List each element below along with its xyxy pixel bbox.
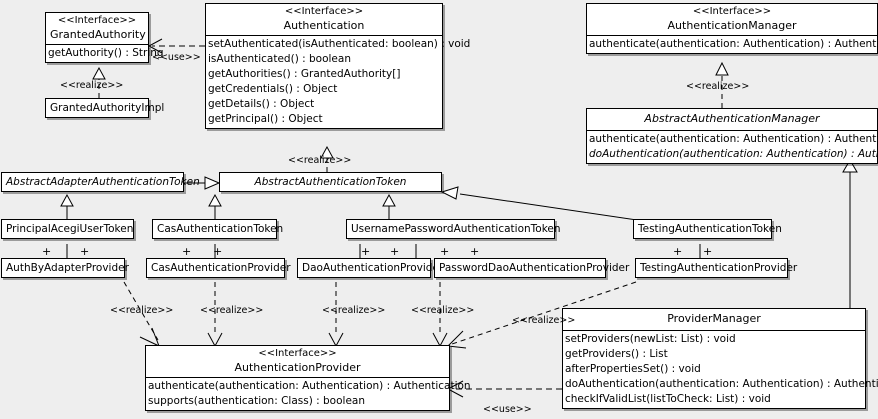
class-testing-authentication-provider[interactable]: TestingAuthenticationProvider — [635, 258, 797, 278]
relationship-label-realize-granted-authority-impl: <<realize>> — [60, 80, 124, 91]
method-row: getCredentials() : Object — [208, 83, 338, 96]
method-row: getPrincipal() : Object — [208, 113, 323, 126]
class-abstract-adapter-authentication-token[interactable]: AbstractAdapterAuthenticationToken — [1, 172, 200, 192]
methods-compartment: setAuthenticated(isAuthenticated: boolea… — [206, 35, 471, 128]
stereotype-label: <<Interface>> — [258, 348, 337, 359]
relationship-label-realize-password-dao-authentication-provider: <<realize>> — [411, 305, 475, 316]
methods-compartment: authenticate(authentication: Authenticat… — [587, 35, 878, 53]
class-name: GrantedAuthorityImpl — [50, 102, 165, 114]
class-granted-authority[interactable]: <<Interface>> GrantedAuthority getAuthor… — [45, 12, 164, 64]
method-row: getDetails() : Object — [208, 98, 315, 111]
relationship-label-realize-testing-authentication-provider: <<realize>> — [512, 315, 576, 326]
multiplicity-plus: + — [390, 245, 400, 258]
multiplicity-plus: + — [182, 245, 192, 258]
class-auth-by-adapter-provider[interactable]: AuthByAdapterProvider — [1, 258, 129, 278]
class-name: TestingAuthenticationProvider — [640, 262, 798, 274]
method-row: setProviders(newList: List) : void — [565, 332, 736, 345]
class-cas-authentication-provider[interactable]: CasAuthenticationProvider — [146, 258, 291, 278]
method-row: authenticate(authentication: Authenticat… — [589, 132, 878, 145]
multiplicity-plus: + — [80, 245, 90, 258]
method-row: checkIfValidList(listToCheck: List) : vo… — [565, 392, 771, 405]
multiplicity-plus: + — [42, 245, 52, 258]
methods-compartment: authenticate(authentication: Authenticat… — [587, 129, 878, 163]
class-name: PrincipalAcegiUserToken — [6, 223, 134, 235]
methods-compartment: authenticate(authentication: Authenticat… — [146, 377, 471, 410]
class-abstract-authentication-manager[interactable]: AbstractAuthenticationManager authentica… — [586, 108, 878, 164]
method-row: isAuthenticated() : boolean — [208, 53, 351, 66]
class-name: AuthenticationManager — [667, 18, 797, 32]
class-header: <<Interface>> Authentication — [206, 4, 442, 35]
class-provider-manager[interactable]: ProviderManager setProviders(newList: Li… — [562, 308, 878, 409]
multiplicity-plus: + — [703, 245, 713, 258]
method-row: authenticate(authentication: Authenticat… — [148, 380, 471, 393]
relationship-label-use-provider-manager: <<use>> — [483, 404, 532, 415]
stereotype-label: <<Interface>> — [57, 15, 137, 26]
method-row: getProviders() : List — [565, 347, 668, 360]
multiplicity-plus: + — [470, 245, 480, 258]
class-principal-acegi-user-token[interactable]: PrincipalAcegiUserToken — [1, 219, 134, 239]
relationship-label-realize-cas-authentication-provider: <<realize>> — [200, 305, 264, 316]
class-username-password-authentication-token[interactable]: UsernamePasswordAuthenticationToken — [346, 219, 561, 239]
stereotype-label: <<Interface>> — [284, 6, 364, 17]
class-dao-authentication-provider[interactable]: DaoAuthenticationProvider — [297, 258, 443, 278]
multiplicity-plus: + — [213, 245, 223, 258]
method-row: doAuthentication(authentication: Authent… — [565, 377, 878, 390]
methods-compartment: setProviders(newList: List) : void getPr… — [563, 329, 878, 408]
method-row: supports(authentication: Class) : boolea… — [148, 395, 365, 408]
class-name: ProviderManager — [667, 312, 761, 325]
method-row: afterPropertiesSet() : void — [565, 362, 701, 375]
stereotype-label: <<Interface>> — [692, 6, 772, 17]
class-cas-authentication-token[interactable]: CasAuthenticationToken — [152, 219, 283, 239]
class-header: <<Interface>> AuthenticationManager — [587, 4, 877, 35]
class-name: DaoAuthenticationProvider — [302, 262, 444, 274]
class-password-dao-authentication-provider[interactable]: PasswordDaoAuthenticationProvider — [434, 258, 629, 278]
class-name: PasswordDaoAuthenticationProvider — [439, 262, 630, 274]
multiplicity-plus: + — [361, 245, 371, 258]
class-name: AbstractAdapterAuthenticationToken — [6, 176, 200, 188]
class-name: AbstractAuthenticationManager — [644, 112, 820, 125]
class-header: <<Interface>> AuthenticationProvider — [146, 346, 449, 377]
class-abstract-authentication-token[interactable]: AbstractAuthenticationToken — [219, 172, 442, 192]
relationship-label-realize-abstract-authentication-manager: <<realize>> — [686, 81, 750, 92]
methods-compartment: getAuthority() : String — [46, 44, 164, 62]
method-row: getAuthorities() : GrantedAuthority[] — [208, 68, 401, 81]
method-row: setAuthenticated(isAuthenticated: boolea… — [208, 38, 471, 51]
class-name: CasAuthenticationProvider — [151, 262, 291, 274]
method-row: authenticate(authentication: Authenticat… — [589, 38, 878, 51]
class-header: AbstractAuthenticationManager — [587, 109, 877, 130]
relationship-label-realize-dao-authentication-provider: <<realize>> — [322, 305, 386, 316]
class-header: ProviderManager — [563, 309, 865, 330]
class-authentication-manager[interactable]: <<Interface>> AuthenticationManager auth… — [586, 3, 878, 55]
multiplicity-plus: + — [673, 245, 683, 258]
class-name: AuthByAdapterProvider — [6, 262, 129, 274]
class-name: UsernamePasswordAuthenticationToken — [351, 223, 561, 235]
class-name: GrantedAuthority — [50, 27, 146, 41]
class-name: Authentication — [283, 18, 365, 32]
class-name: AuthenticationProvider — [234, 360, 361, 374]
class-granted-authority-impl[interactable]: GrantedAuthorityImpl — [45, 98, 164, 118]
class-name: TestingAuthenticationToken — [638, 223, 782, 235]
multiplicity-plus: + — [440, 245, 450, 258]
relationship-label-realize-auth-by-adapter-provider: <<realize>> — [110, 305, 174, 316]
class-header: <<Interface>> GrantedAuthority — [46, 13, 148, 44]
class-testing-authentication-token[interactable]: TestingAuthenticationToken — [633, 219, 782, 239]
class-authentication[interactable]: <<Interface>> Authentication setAuthenti… — [205, 3, 471, 130]
class-name: CasAuthenticationToken — [157, 223, 284, 235]
relationship-label-realize-abstract-authentication-token: <<realize>> — [288, 155, 352, 166]
class-authentication-provider[interactable]: <<Interface>> AuthenticationProvider aut… — [145, 345, 471, 412]
method-row: getAuthority() : String — [48, 47, 164, 60]
method-row: doAuthentication(authentication: Authent… — [589, 147, 878, 160]
class-name: AbstractAuthenticationToken — [254, 176, 407, 188]
relationship-label-use-granted-authority: <<use>> — [152, 52, 201, 63]
